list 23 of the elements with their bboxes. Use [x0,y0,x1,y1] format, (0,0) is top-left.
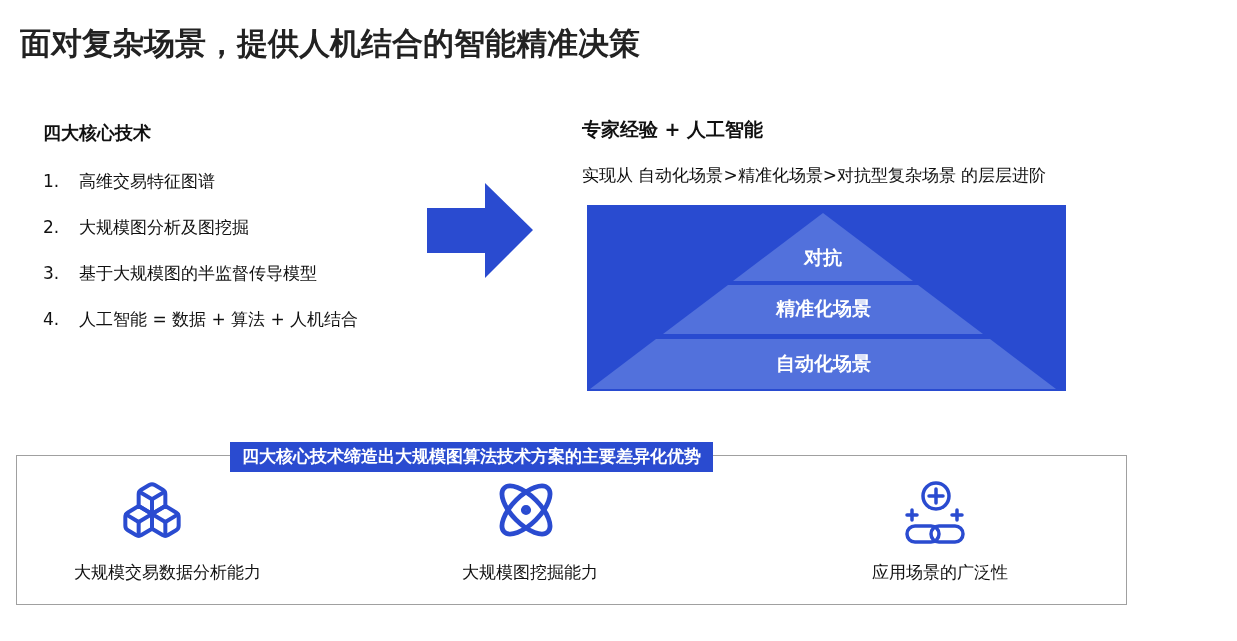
layer-label: 对抗 [802,244,843,270]
text: 四大核心技术 [43,121,151,145]
text: 基于大规模图的半监督传导模型 [79,262,317,285]
pyramid-layer [590,339,1056,389]
text: 大规模图分析及图挖掘 [79,216,249,239]
layer-label: 精准化场景 [774,295,872,321]
text: 1. [43,170,60,193]
text: 4. [43,308,60,331]
text: 大规模图挖掘能力 [462,561,598,584]
text: 大规模交易数据分析能力 [73,561,261,584]
text: 应用场景的广泛性 [872,561,1008,584]
pyramid-layer [733,213,913,281]
panel-heading: 四大核心技术缔造出大规模图算法技术方案的主要差异化优势 [230,442,713,472]
layer-label: 自动化场景 [774,350,872,376]
text: 3. [43,262,60,285]
pyramid-layer [663,285,983,334]
text: 人工智能 = 数据 + 算法 + 人机结合 [79,308,359,331]
text: 专家经验 + 人工智能 [582,117,764,142]
text: 实现从 自动化场景>精准化场景>对抗型复杂场景 的层层进阶 [582,164,1047,187]
pyramid-panel [587,205,1066,391]
page-title: 面对复杂场景，提供人机结合的智能精准决策 [20,24,640,63]
text: 高维交易特征图谱 [79,170,215,193]
text: 2. [43,216,60,239]
